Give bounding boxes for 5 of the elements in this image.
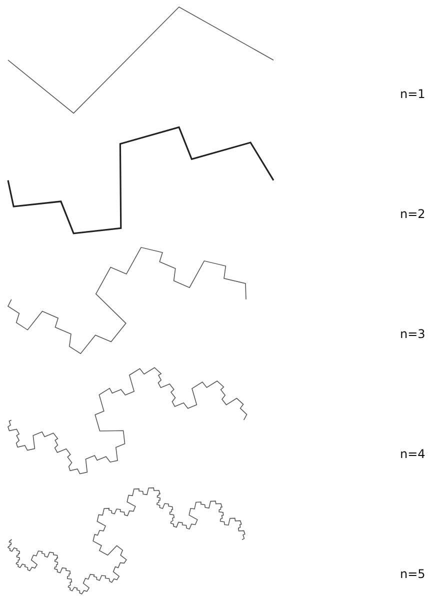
iteration-label: n=3 xyxy=(400,327,426,342)
iteration-label: n=2 xyxy=(400,206,426,221)
iteration-label: n=4 xyxy=(400,447,426,462)
iteration-label: n=5 xyxy=(400,567,426,582)
iteration-label: n=1 xyxy=(400,86,426,101)
